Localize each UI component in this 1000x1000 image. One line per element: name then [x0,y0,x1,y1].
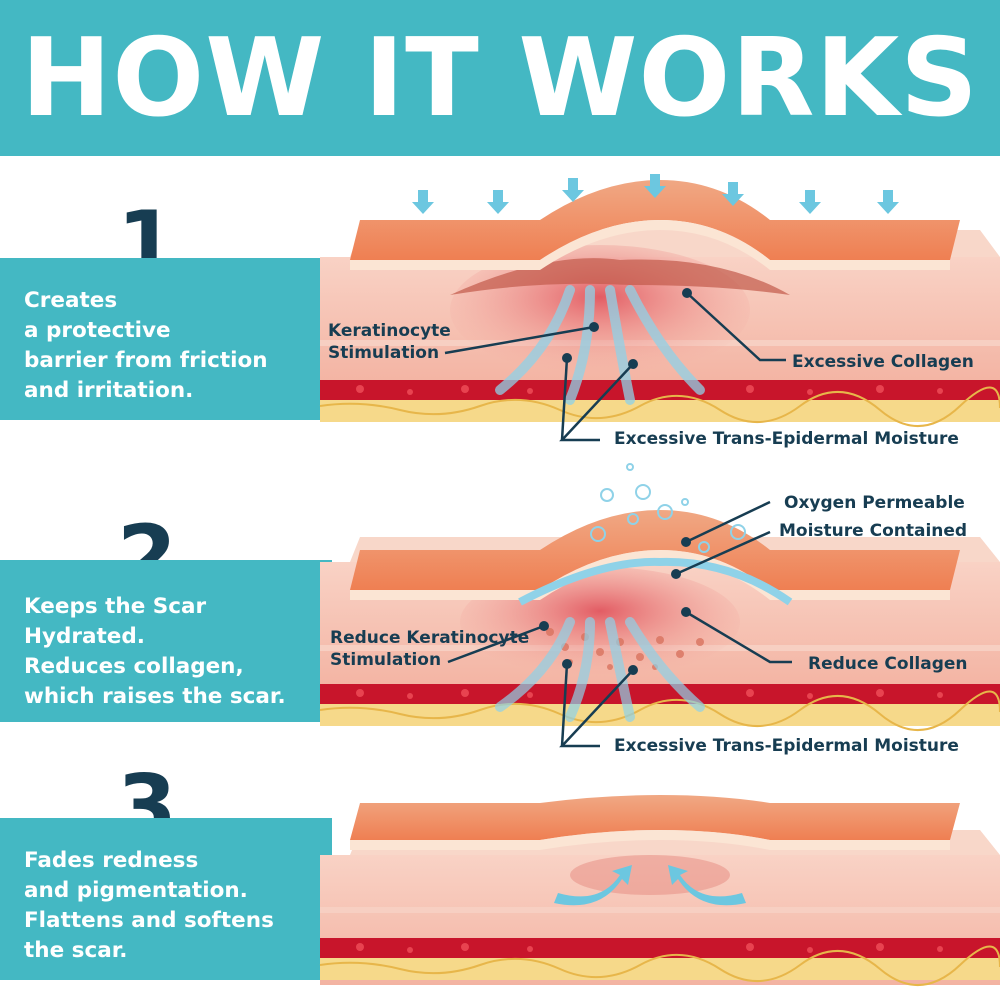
step-2-label-top1: Oxygen Permeable [784,493,965,513]
step-2-band: Keeps the Scar Hydrated. Reduces collage… [0,560,332,722]
fat-layer [320,400,1000,422]
step-2-diagram [319,463,1000,748]
silicone-patch-flat [350,795,960,840]
step-2-label-top2: Moisture Contained [779,521,968,541]
step-1-label-left: Keratinocyte Stimulation [328,321,451,363]
step-3-text: Fades redness and pigmentation. Flattens… [24,848,274,963]
flatten-arrow-right [668,865,746,906]
header-banner: HOW IT WORKS [0,0,1000,156]
step-1-diagram [319,174,1000,442]
flatten-arrow-left [554,865,632,906]
step-2-label-right: Reduce Collagen [808,654,968,674]
step-2-label-bottom: Excessive Trans-Epidermal Moisture [614,736,959,756]
step-1-label-right: Excessive Collagen [792,352,974,372]
step-3-band: Fades redness and pigmentation. Flattens… [0,818,332,980]
step-2-text: Keeps the Scar Hydrated. Reduces collage… [24,594,286,709]
step-2-label-left: Reduce Keratinocyte Stimulation [330,628,530,670]
step-1-label-bottom: Excessive Trans-Epidermal Moisture [614,429,959,449]
step-1-text: Creates a protective barrier from fricti… [24,288,268,403]
page-title: HOW IT WORKS [21,16,979,141]
step-3-diagram [319,795,1000,986]
silicone-patch [350,180,960,260]
step-1-band: Creates a protective barrier from fricti… [0,258,332,420]
blood-layer [320,380,1000,400]
